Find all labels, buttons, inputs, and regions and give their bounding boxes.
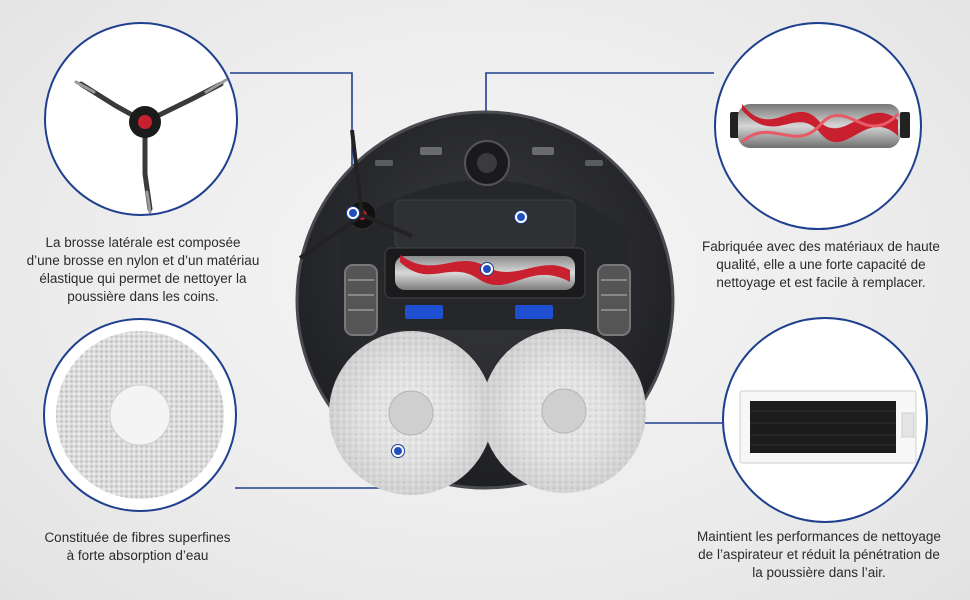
right-wheel — [597, 264, 631, 336]
roller-brush-icon — [730, 104, 910, 148]
mop-pad-icon — [56, 331, 224, 499]
main-brush-caption: Fabriquée avec des matériaux de haute qu… — [702, 239, 940, 290]
filter-closeup — [722, 317, 928, 523]
filter-caption: Maintient les performances de nettoyage … — [697, 529, 941, 580]
side-brush-icon — [74, 78, 228, 214]
filter-anchor-dot — [515, 211, 527, 223]
main-brush-anchor-dot — [481, 263, 493, 275]
left-wheel — [344, 264, 378, 336]
main-brush-closeup — [714, 22, 922, 230]
side-brush-closeup — [44, 22, 238, 216]
mop-pad-caption: Constituée de fibres superfines à forte … — [44, 530, 231, 563]
robot-mop-pads — [329, 329, 646, 495]
side-brush-anchor-dot — [347, 207, 359, 219]
filter-icon — [739, 390, 917, 464]
mop-anchor-dot — [392, 445, 404, 457]
side-brush-caption: La brosse latérale est composée d’une br… — [26, 235, 260, 304]
mop-pad-closeup — [43, 318, 237, 512]
robot-side-brush — [298, 129, 413, 260]
